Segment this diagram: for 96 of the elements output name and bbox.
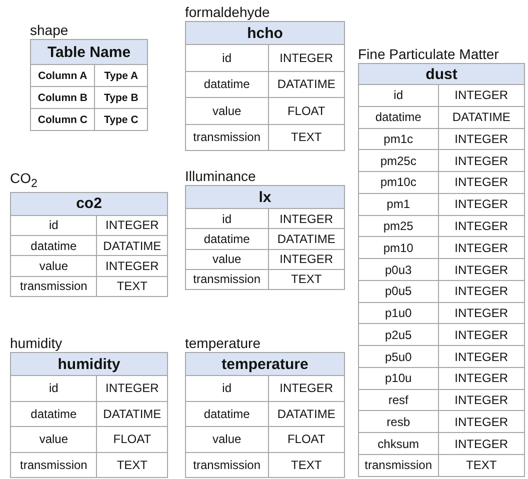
table-cell: datatime bbox=[186, 71, 268, 98]
table-title: hcho bbox=[186, 22, 344, 44]
table-cell: INTEGER bbox=[438, 236, 524, 259]
table-cell: value bbox=[10, 256, 97, 276]
table-cell: INTEGER bbox=[438, 389, 524, 411]
table-cell: pm10 bbox=[358, 236, 438, 259]
table-cell: pm1 bbox=[358, 193, 438, 216]
table-heading: formaldehyde bbox=[185, 4, 271, 21]
table-cell: id bbox=[10, 376, 97, 401]
table-cell: datatime bbox=[186, 401, 268, 426]
table-cell: INTEGER bbox=[438, 172, 524, 194]
table-cell: p0u5 bbox=[358, 280, 438, 302]
table-cell: FLOAT bbox=[268, 98, 344, 124]
table-title: co2 bbox=[10, 192, 168, 216]
table-heading: Illuminance bbox=[185, 168, 257, 185]
table-cell: INTEGER bbox=[96, 215, 168, 236]
table-cell: datatime bbox=[10, 236, 97, 256]
table-cell: INTEGER bbox=[438, 410, 524, 433]
table-cell: INTEGER bbox=[268, 208, 344, 229]
table-cell: Type A bbox=[94, 64, 148, 86]
table-cell: p5u0 bbox=[358, 346, 438, 368]
table-cell: transmission bbox=[186, 452, 268, 478]
table-cell: FLOAT bbox=[96, 426, 168, 452]
table-cell: INTEGER bbox=[268, 44, 344, 71]
table-cell: Type B bbox=[94, 86, 148, 108]
table-cell: DATATIME bbox=[268, 228, 344, 249]
table-cell: transmission bbox=[10, 276, 97, 296]
table-cell: Column A bbox=[30, 64, 95, 86]
table-cell: INTEGER bbox=[438, 215, 524, 237]
table-cell: INTEGER bbox=[96, 256, 168, 276]
table-heading: Fine Particulate Matter bbox=[358, 46, 500, 63]
table-heading: CO$_{2}$ bbox=[10, 170, 38, 192]
table-cell: pm1c bbox=[358, 128, 438, 150]
table-cell: value bbox=[186, 98, 268, 124]
table-cell: DATATIME bbox=[268, 401, 344, 426]
table-cell: INTEGER bbox=[438, 150, 524, 172]
table-cell: DATATIME bbox=[96, 401, 168, 426]
table-cell: transmission bbox=[186, 124, 268, 150]
table-cell: TEXT bbox=[268, 269, 344, 290]
table-cell: INTEGER bbox=[438, 84, 524, 106]
table-cell: p10u bbox=[358, 367, 438, 390]
table-cell: INTEGER bbox=[438, 367, 524, 390]
table-cell: INTEGER bbox=[438, 432, 524, 455]
table-cell: datatime bbox=[10, 401, 97, 426]
table-cell: TEXT bbox=[96, 276, 168, 296]
table-cell: p1u0 bbox=[358, 302, 438, 324]
table-cell: INTEGER bbox=[438, 346, 524, 368]
table-cell: Column C bbox=[30, 108, 95, 130]
table-cell: id bbox=[186, 376, 268, 401]
table-cell: value bbox=[186, 426, 268, 452]
table-heading: shape bbox=[30, 22, 70, 39]
table-cell: id bbox=[10, 215, 97, 236]
table-title: lx bbox=[186, 186, 344, 208]
table-heading: humidity bbox=[10, 335, 64, 352]
table-cell: DATATIME bbox=[438, 106, 524, 128]
table-cell: id bbox=[186, 44, 268, 71]
table-cell: INTEGER bbox=[96, 376, 168, 401]
table-cell: INTEGER bbox=[268, 376, 344, 401]
table-cell: transmission bbox=[358, 454, 438, 476]
table-cell: transmission bbox=[186, 269, 268, 290]
table-cell: p0u3 bbox=[358, 258, 438, 280]
table-heading: temperature bbox=[185, 335, 262, 352]
table-title: Table Name bbox=[30, 40, 148, 64]
table-cell: INTEGER bbox=[438, 324, 524, 346]
table-cell: p2u5 bbox=[358, 324, 438, 346]
table-title: dust bbox=[358, 64, 524, 84]
table-cell: TEXT bbox=[96, 452, 168, 478]
table-cell: value bbox=[10, 426, 97, 452]
table-cell: INTEGER bbox=[438, 193, 524, 216]
table-cell: pm25c bbox=[358, 150, 438, 172]
table-cell: INTEGER bbox=[438, 128, 524, 150]
table-cell: Type C bbox=[94, 108, 148, 130]
table-cell: id bbox=[358, 84, 438, 106]
table-cell: Column B bbox=[30, 86, 95, 108]
table-cell: datatime bbox=[186, 228, 268, 249]
table-cell: datatime bbox=[358, 106, 438, 128]
table-cell: TEXT bbox=[268, 452, 344, 478]
table-cell: resb bbox=[358, 410, 438, 433]
table-cell: pm25 bbox=[358, 215, 438, 237]
table-cell: INTEGER bbox=[268, 249, 344, 270]
table-cell: INTEGER bbox=[438, 258, 524, 280]
table-cell: TEXT bbox=[438, 454, 524, 476]
table-cell: DATATIME bbox=[96, 236, 168, 256]
table-cell: INTEGER bbox=[438, 280, 524, 302]
table-cell: FLOAT bbox=[268, 426, 344, 452]
table-cell: id bbox=[186, 208, 268, 229]
table-cell: INTEGER bbox=[438, 302, 524, 324]
table-cell: pm10c bbox=[358, 172, 438, 194]
table-title: humidity bbox=[10, 352, 168, 376]
table-cell: transmission bbox=[10, 452, 97, 478]
table-cell: DATATIME bbox=[268, 71, 344, 98]
table-title: temperature bbox=[186, 352, 344, 376]
table-cell: TEXT bbox=[268, 124, 344, 150]
table-cell: resf bbox=[358, 389, 438, 411]
table-cell: chksum bbox=[358, 432, 438, 455]
table-cell: value bbox=[186, 249, 268, 270]
